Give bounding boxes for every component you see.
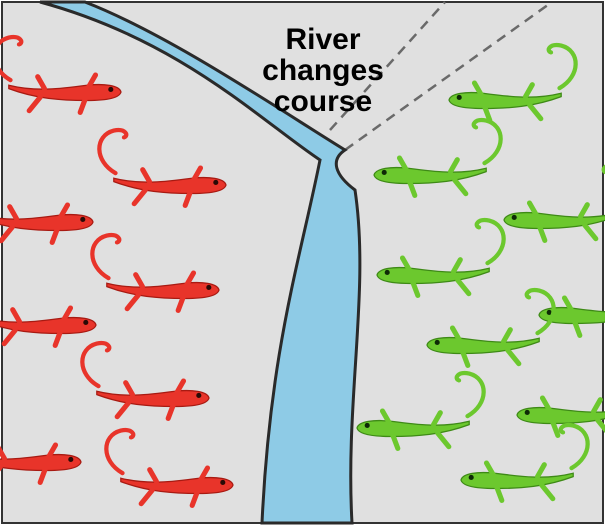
caption: River changes course xyxy=(238,24,408,117)
caption-line-3: course xyxy=(238,86,408,117)
caption-line-2: changes xyxy=(238,55,408,86)
caption-line-1: River xyxy=(238,24,408,55)
